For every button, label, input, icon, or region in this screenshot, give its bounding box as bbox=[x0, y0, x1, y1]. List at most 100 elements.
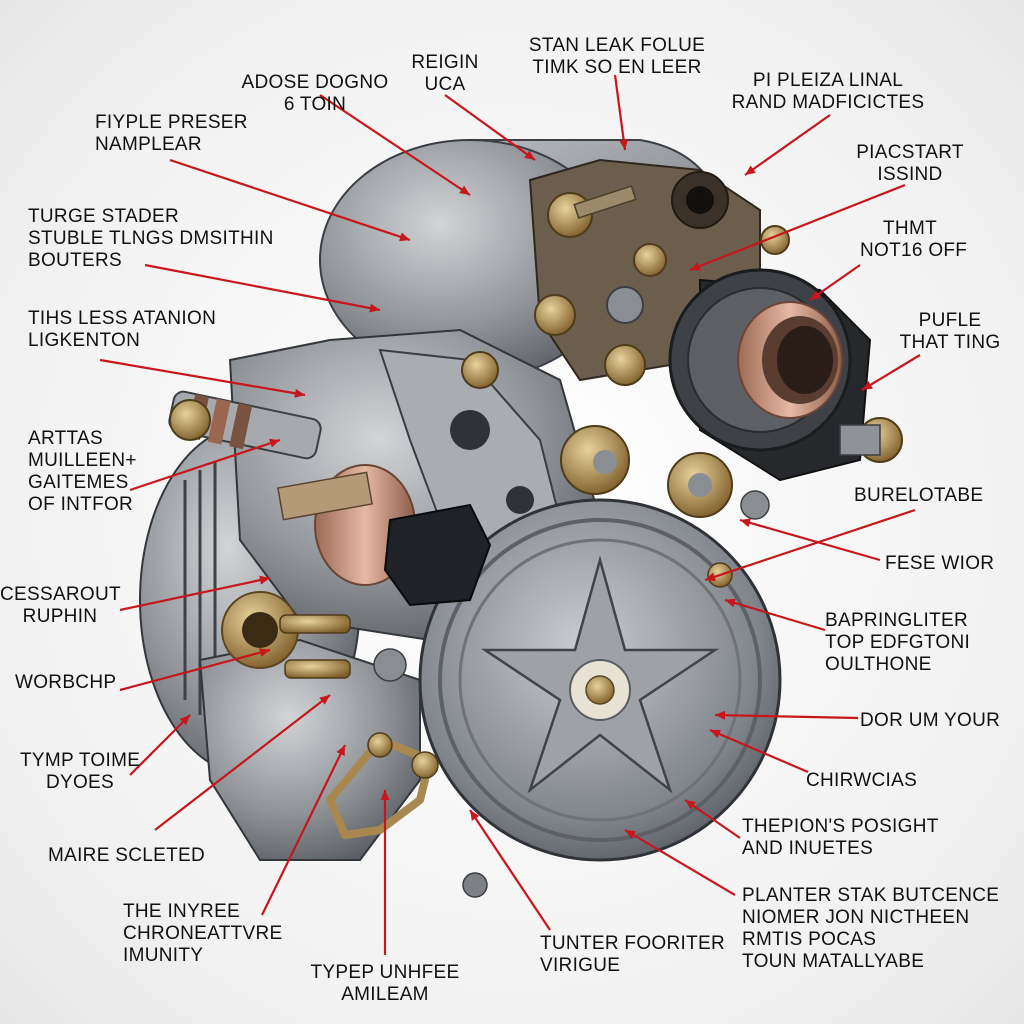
callout-text-line: ADOSE DOGNO bbox=[241, 72, 389, 93]
leader-arrowhead-tihs-less bbox=[294, 388, 305, 398]
callout-text-line: AMILEAM bbox=[341, 984, 429, 1005]
callout-text-line: DOR UM YOUR bbox=[860, 710, 1001, 731]
leader-line-tihs-less bbox=[99, 358, 306, 397]
leader-line-thepions bbox=[684, 799, 741, 839]
callout-text-line: WORBCHP bbox=[15, 672, 117, 693]
callout-text-line: ISSIND bbox=[877, 164, 943, 185]
callout-text-line: CHIRWCIAS bbox=[806, 770, 918, 791]
callout-text-line: FESE WIOR bbox=[885, 553, 995, 574]
leader-line-stan-leak bbox=[613, 74, 627, 151]
callout-text-line: THMT bbox=[883, 218, 937, 239]
callout-text-line: TOP EDFGTONI bbox=[825, 632, 971, 653]
callout-text-line: TURGE STADER bbox=[28, 206, 180, 227]
callout-text-line: THAT TING bbox=[899, 332, 1001, 353]
leader-arrowhead-dor-um-your bbox=[715, 710, 726, 720]
callout-text-line: ARTTAS bbox=[28, 428, 103, 449]
callout-label-maire-scleted: MAIRE SCLETED bbox=[48, 845, 208, 867]
brush-connector bbox=[277, 464, 492, 607]
callout-text-line: BURELOTABE bbox=[854, 485, 984, 506]
leader-arrowhead-fiyple-preser bbox=[399, 232, 410, 242]
callout-text-line: 6 TOIN bbox=[283, 94, 347, 115]
callout-text-line: OF INTFOR bbox=[28, 494, 134, 515]
callout-text-line: STUBLE TLNGS DMSITHIN bbox=[28, 228, 274, 249]
leader-arrowhead-cessarout bbox=[259, 575, 270, 585]
leader-line-turge-stader bbox=[144, 263, 381, 312]
callout-text-line: VIRIGUE bbox=[540, 955, 621, 976]
callout-text-line: DYOES bbox=[45, 772, 115, 793]
lower-fittings bbox=[279, 614, 488, 898]
callout-text-line: THEPION'S POSIGHT bbox=[742, 816, 939, 837]
callout-text-line: CESSAROUT bbox=[0, 584, 121, 605]
callout-text-line: TOUN MATALLYABE bbox=[742, 951, 925, 972]
callout-text-line: MAIRE SCLETED bbox=[48, 845, 205, 866]
leader-line-thmt-not16 bbox=[809, 264, 861, 301]
callout-text-line: PLANTER STAK BUTCENCE bbox=[742, 885, 1000, 906]
callout-label-burelotabe: BURELOTABE bbox=[854, 485, 994, 507]
leader-line-fiyple-preser bbox=[169, 158, 411, 242]
leader-line-planter bbox=[624, 829, 736, 896]
leader-line-pufle-that bbox=[861, 354, 921, 391]
callout-text-line: RAND MADFICICTES bbox=[731, 92, 925, 113]
leader-lines bbox=[99, 74, 921, 955]
callout-label-dor-um-your: DOR UM YOUR bbox=[860, 710, 1000, 732]
leader-arrowhead-pufle-that bbox=[862, 380, 873, 390]
leader-line-arttas bbox=[129, 438, 281, 492]
callout-text-line: BOUTERS bbox=[28, 250, 122, 271]
leader-arrowhead-worbchp bbox=[259, 648, 270, 657]
leader-arrowhead-planter bbox=[625, 830, 636, 839]
callout-text-line: RUPHIN bbox=[22, 606, 98, 627]
callout-text-line: PI PLEIZA LINAL bbox=[752, 70, 904, 91]
callout-text-line: OULTHONE bbox=[825, 654, 932, 675]
leader-line-burelotabe bbox=[704, 508, 916, 582]
leader-line-cessarout bbox=[119, 576, 271, 612]
output-terminal-housing bbox=[668, 268, 903, 482]
callout-text-line: NOT16 OFF bbox=[860, 240, 968, 261]
leader-line-worbchp bbox=[119, 648, 271, 692]
leader-arrowhead-the-inyree bbox=[336, 745, 345, 756]
leader-line-fese-wior bbox=[739, 518, 881, 562]
leader-line-bapringliter bbox=[724, 598, 826, 632]
callout-text-line: UCA bbox=[424, 74, 466, 95]
leader-arrowhead-tymp-toime bbox=[179, 715, 190, 726]
leader-arrowhead-turge-stader bbox=[369, 303, 380, 313]
front-pulley bbox=[418, 498, 782, 862]
callout-text-line: TIHS LESS ATANION bbox=[28, 308, 217, 329]
leader-line-piacstart bbox=[689, 183, 906, 272]
leader-arrowhead-burelotabe bbox=[705, 572, 716, 582]
callout-label-fese-wior: FESE WIOR bbox=[885, 553, 1005, 575]
callout-text-line: NIOMER JON NICTHEEN bbox=[742, 907, 970, 928]
leader-line-pi-pleiza bbox=[744, 114, 831, 176]
callout-text-line: TYMP TOIME bbox=[20, 750, 141, 771]
callout-text-line: IMUNITY bbox=[123, 945, 204, 966]
callout-text-line: TYPEP UNHFEE bbox=[310, 962, 460, 983]
leader-arrowhead-piacstart bbox=[690, 262, 701, 271]
leader-arrowhead-stan-leak bbox=[619, 139, 629, 150]
callout-label-worbchp: WORBCHP bbox=[15, 672, 125, 694]
leader-arrowhead-thmt-not16 bbox=[810, 290, 821, 300]
callout-text-line: AND INUETES bbox=[742, 838, 874, 859]
leader-line-tymp-toime bbox=[129, 714, 191, 776]
leader-arrowhead-arttas bbox=[269, 438, 280, 448]
leader-arrowhead-pi-pleiza bbox=[745, 165, 756, 175]
callout-text-line: BAPRINGLITER bbox=[825, 610, 968, 631]
callout-text-line: THE INYREE bbox=[123, 901, 241, 922]
callout-text-line: REIGIN bbox=[411, 52, 479, 73]
leader-line-maire-scleted bbox=[154, 694, 331, 831]
callout-text-line: PIACSTART bbox=[856, 142, 964, 163]
callout-text-line: LIGKENTON bbox=[28, 330, 141, 351]
leader-arrowhead-adose-dogno bbox=[459, 185, 470, 195]
